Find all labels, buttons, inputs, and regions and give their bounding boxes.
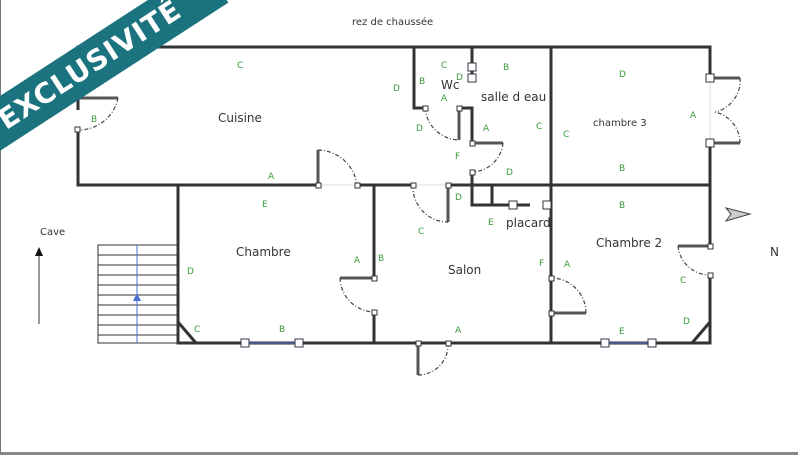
svg-text:C: C xyxy=(563,130,569,140)
svg-text:A: A xyxy=(268,172,275,182)
room-salle-d-eau: salle d eau xyxy=(481,90,546,104)
svg-text:D: D xyxy=(619,70,626,80)
svg-text:D: D xyxy=(456,73,463,83)
svg-text:F: F xyxy=(539,259,544,269)
room-chambre-3: chambre 3 xyxy=(593,118,647,129)
svg-text:D: D xyxy=(455,193,462,203)
svg-text:D: D xyxy=(506,168,513,178)
plan-frame xyxy=(0,0,798,455)
svg-text:D: D xyxy=(393,84,400,94)
compass-north-label: N xyxy=(770,245,779,259)
svg-text:F: F xyxy=(455,152,460,162)
svg-text:D: D xyxy=(416,124,423,134)
room-chambre: Chambre xyxy=(236,245,291,259)
svg-text:A: A xyxy=(690,111,697,121)
svg-text:C: C xyxy=(536,122,542,132)
svg-text:E: E xyxy=(488,218,494,228)
plan-title: rez de chaussée xyxy=(352,16,433,28)
svg-text:B: B xyxy=(619,201,625,211)
svg-text:C: C xyxy=(418,227,424,237)
svg-text:E: E xyxy=(619,327,625,337)
room-chambre-2: Chambre 2 xyxy=(596,236,662,250)
svg-text:D: D xyxy=(187,267,194,277)
room-wc: Wc xyxy=(441,78,459,92)
svg-text:E: E xyxy=(262,200,268,210)
room-placard: placard xyxy=(506,216,551,230)
cave-label: Cave xyxy=(40,227,65,238)
svg-text:B: B xyxy=(419,77,425,87)
svg-text:B: B xyxy=(619,164,625,174)
svg-text:B: B xyxy=(503,63,509,73)
svg-text:D: D xyxy=(683,317,690,327)
svg-text:C: C xyxy=(237,61,243,71)
svg-text:A: A xyxy=(564,260,571,270)
room-salon: Salon xyxy=(448,263,481,277)
svg-text:A: A xyxy=(455,326,462,336)
svg-text:A: A xyxy=(354,256,361,266)
svg-text:C: C xyxy=(441,61,447,71)
svg-text:C: C xyxy=(680,276,686,286)
svg-text:B: B xyxy=(378,254,384,264)
svg-text:A: A xyxy=(441,94,448,104)
svg-text:C: C xyxy=(194,325,200,335)
stairs xyxy=(97,244,178,344)
svg-text:B: B xyxy=(91,115,97,125)
svg-text:A: A xyxy=(483,124,490,134)
room-cuisine: Cuisine xyxy=(218,111,262,125)
svg-text:B: B xyxy=(279,325,285,335)
